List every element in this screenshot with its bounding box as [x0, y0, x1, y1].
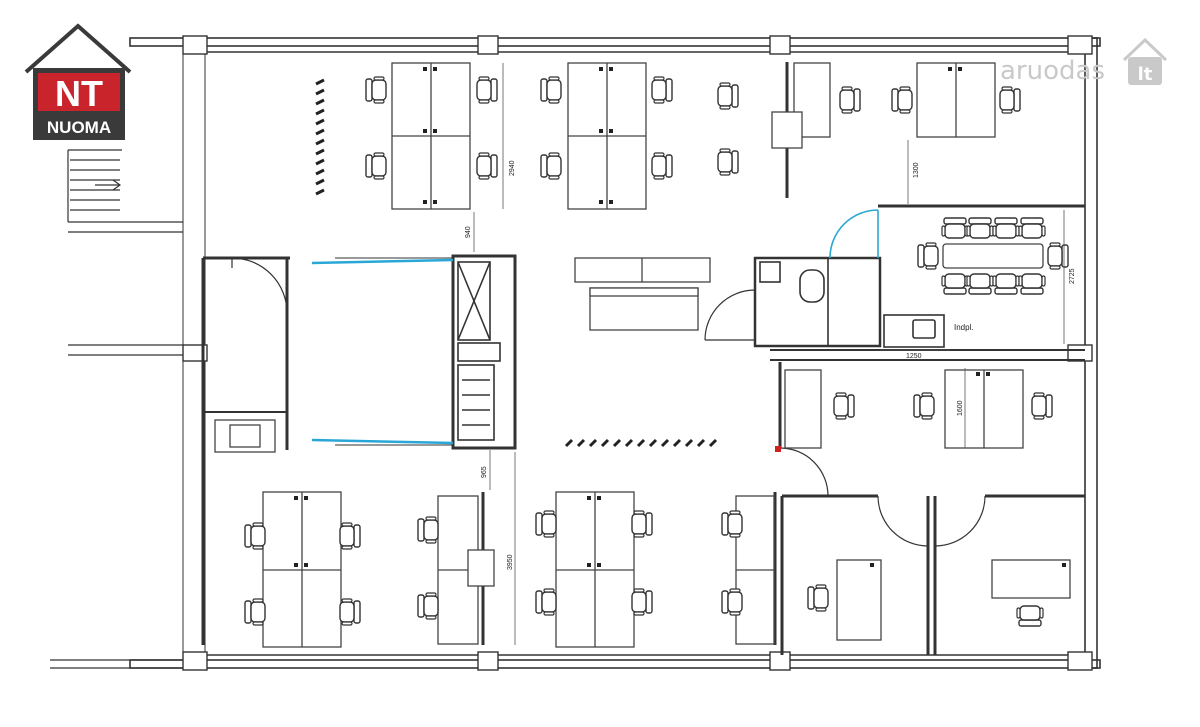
dimension-lines [473, 63, 1065, 645]
dim-1600: 1600 [957, 400, 964, 416]
dim-965: 965 [481, 466, 488, 478]
glass-door [829, 209, 879, 259]
interior-walls [201, 62, 1085, 655]
logo-nuoma-text: NUOMA [47, 118, 111, 137]
columns [182, 35, 1093, 671]
dimension-labels: 2940 940 1300 2725 1250 1600 965 3950 In… [465, 160, 1076, 570]
watermark-suffix: lt [1138, 64, 1153, 85]
svg-text:aruodas: aruodas [1000, 56, 1105, 86]
dim-1300: 1300 [913, 162, 920, 178]
stair-area [50, 149, 183, 669]
dim-2940: 2940 [509, 160, 516, 176]
nt-nuoma-logo: NT NUOMA [24, 23, 132, 140]
kitchen-label: Indpl. [954, 323, 974, 332]
desk-markers [294, 67, 1066, 567]
red-marker [775, 446, 781, 452]
aruodas-watermark: aruodas lt [1000, 37, 1168, 86]
hatch-markers [315, 78, 718, 448]
glass-partitions [311, 258, 454, 445]
dim-940: 940 [465, 226, 472, 238]
dim-1250: 1250 [906, 353, 922, 360]
desks [214, 62, 1071, 648]
dim-2725: 2725 [1069, 268, 1076, 284]
chairs [244, 76, 1069, 627]
dim-3950: 3950 [507, 554, 514, 570]
door-swings [231, 257, 986, 547]
logo-nt-text: NT [55, 73, 103, 114]
